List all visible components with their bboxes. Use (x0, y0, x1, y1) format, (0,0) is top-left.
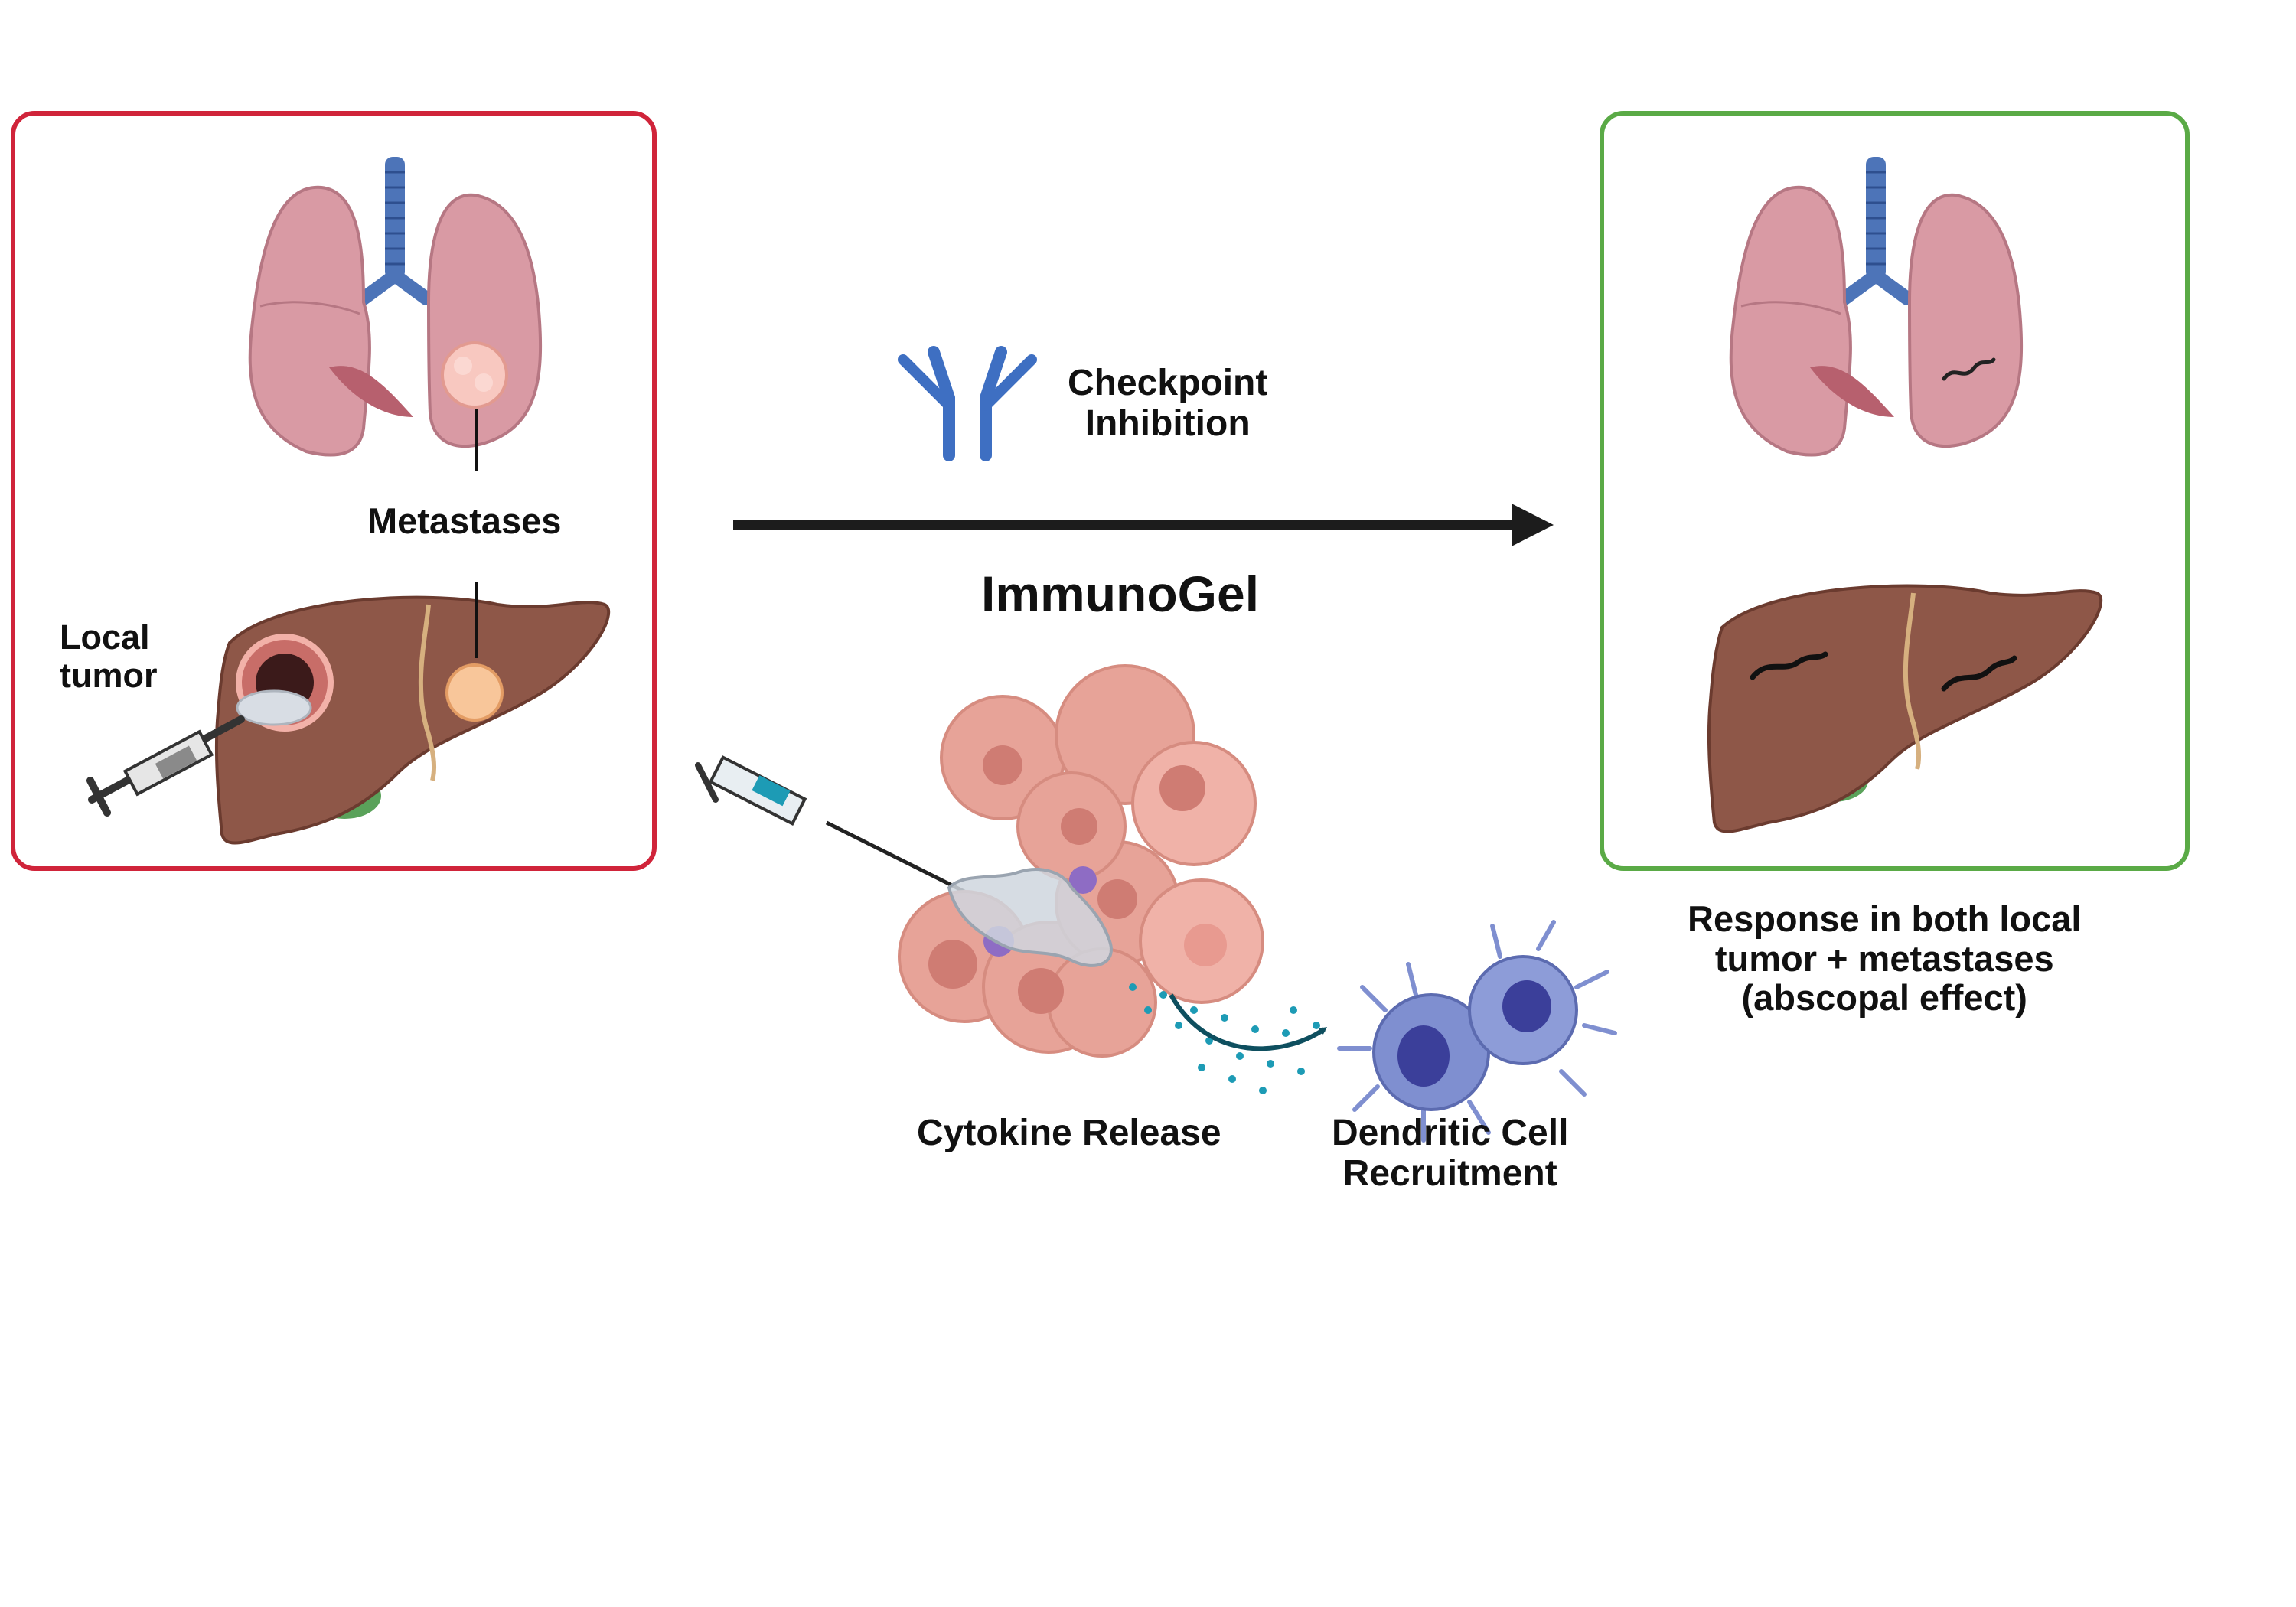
before-panel (11, 111, 657, 871)
response-line-2: tumor + metastases (1714, 937, 2054, 979)
syringe-icon (86, 715, 245, 817)
checkpoint-line-2: Inhibition (1084, 403, 1251, 444)
response-line-1: Response in both local (1688, 898, 2082, 939)
lungs-icon (1729, 157, 2024, 457)
checkpoint-line-1: Checkpoint (1068, 363, 1268, 403)
lungs-icon (248, 157, 543, 471)
syringe-icon (695, 755, 974, 898)
dendritic-cell-recruitment-label: Dendritic Cell Recruitment (1332, 1113, 1568, 1195)
response-line-3: (abscopal effect) (1741, 977, 2027, 1019)
liver-icon (1707, 584, 2102, 833)
tumor-cells-icon (898, 664, 1264, 1058)
after-panel (1600, 111, 2190, 871)
cytokine-release-label: Cytokine Release (917, 1113, 1221, 1153)
hydrogel-icon (947, 868, 1113, 967)
dendritic-cell-icon (1337, 920, 1617, 1143)
dendritic-line-2: Recruitment (1342, 1152, 1557, 1194)
metastases-label: Metastases (367, 500, 562, 541)
immunogel-label: ImmunoGel (981, 566, 1260, 622)
local-tumor-line-2: tumor (60, 655, 158, 695)
cytokine-arrow (1169, 993, 1328, 1051)
antibody-icon (898, 346, 1037, 461)
liver-icon (214, 582, 610, 845)
dendritic-line-1: Dendritic Cell (1332, 1113, 1569, 1153)
process-arrow (733, 504, 1554, 546)
cytokine-dots (1129, 983, 1320, 1094)
response-label: Response in both local tumor + metastase… (1688, 899, 2081, 1018)
local-tumor-line-1: Local (60, 618, 150, 657)
checkpoint-inhibition-label: Checkpoint Inhibition (1068, 363, 1267, 445)
local-tumor-label: Local tumor (60, 618, 158, 694)
